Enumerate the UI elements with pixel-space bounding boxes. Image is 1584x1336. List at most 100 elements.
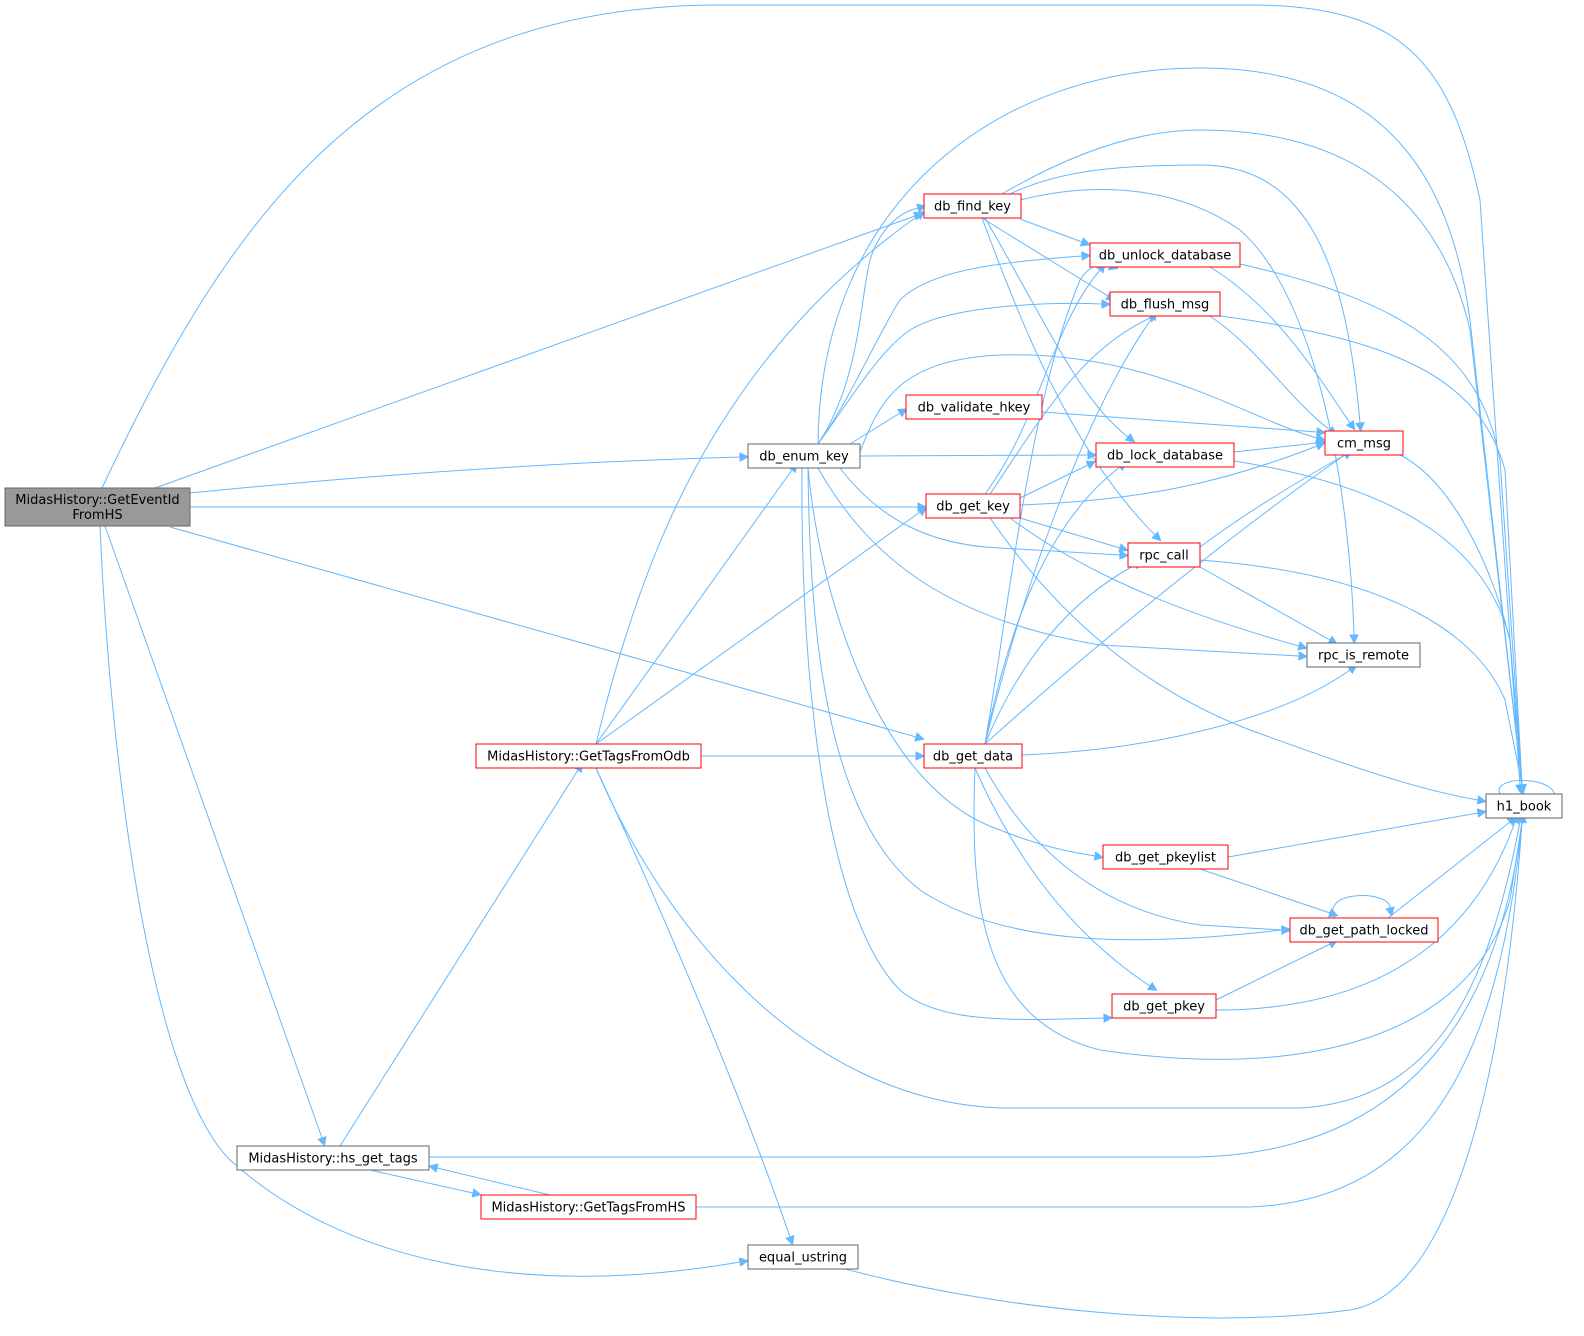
edge-line bbox=[1215, 821, 1516, 1011]
node-rpccall[interactable]: rpc_call bbox=[1127, 542, 1201, 568]
edge-line bbox=[696, 821, 1523, 1208]
edge-getdata-to-h1 bbox=[973, 767, 1527, 1060]
edge-arrowhead bbox=[317, 1135, 327, 1147]
edge-arrowhead bbox=[1316, 427, 1327, 437]
edge-tagshs-to-h1 bbox=[696, 812, 1527, 1208]
node-enum[interactable]: db_enum_key bbox=[747, 443, 861, 469]
edge-line bbox=[807, 467, 1096, 857]
edge-getkey-to-rpccall bbox=[1019, 517, 1129, 553]
node-cmmsg[interactable]: cm_msg bbox=[1324, 430, 1404, 456]
node-getdata[interactable]: db_get_data bbox=[923, 743, 1023, 769]
edge-pathlocked-to-h1 bbox=[1387, 816, 1518, 919]
edge-line bbox=[1332, 895, 1391, 919]
edge-odb-to-equal bbox=[595, 767, 795, 1246]
node-h1[interactable]: h1_book bbox=[1485, 793, 1563, 819]
edge-line bbox=[1009, 164, 1361, 424]
edge-find-to-h1 bbox=[1001, 129, 1527, 794]
node-label: MidasHistory::hs_get_tags bbox=[248, 1152, 418, 1167]
edge-line bbox=[1227, 812, 1479, 858]
node-pkeylist[interactable]: db_get_pkeylist bbox=[1102, 844, 1229, 870]
edge-arrowhead bbox=[1385, 906, 1395, 917]
node-label: db_unlock_database bbox=[1099, 249, 1232, 264]
edge-line bbox=[984, 564, 1136, 745]
edge-line bbox=[1199, 454, 1346, 548]
edge-line bbox=[1199, 566, 1331, 641]
edge-arrowhead bbox=[1349, 634, 1359, 645]
edge-tagshs-to-hstags bbox=[428, 1163, 551, 1196]
node-hstags[interactable]: MidasHistory::hs_get_tags bbox=[236, 1145, 430, 1171]
edge-line bbox=[981, 217, 1156, 536]
node-tagshs[interactable]: MidasHistory::GetTagsFromHS bbox=[480, 1194, 697, 1220]
edge-arrowhead bbox=[1103, 1013, 1114, 1023]
node-box bbox=[747, 1244, 859, 1270]
node-pathlocked[interactable]: db_get_path_locked bbox=[1289, 917, 1439, 943]
node-box bbox=[1485, 793, 1563, 819]
node-label: db_lock_database bbox=[1107, 449, 1223, 464]
edge-arrowhead bbox=[785, 1234, 795, 1246]
edge-line bbox=[984, 767, 1283, 931]
edge-line bbox=[807, 467, 1283, 941]
edge-enum-to-pkey bbox=[801, 467, 1114, 1023]
node-unlock[interactable]: db_unlock_database bbox=[1089, 242, 1241, 268]
node-lock[interactable]: db_lock_database bbox=[1095, 442, 1235, 468]
node-label: db_enum_key bbox=[759, 450, 849, 465]
node-getkey[interactable]: db_get_key bbox=[925, 493, 1021, 519]
edge-arrowhead bbox=[1093, 851, 1105, 861]
edge-getkey-to-remote bbox=[1009, 517, 1308, 651]
edge-line bbox=[817, 255, 1083, 445]
node-box bbox=[480, 1194, 697, 1220]
node-label: MidasHistory::GetTagsFromOdb bbox=[487, 750, 690, 765]
node-remote[interactable]: rpc_is_remote bbox=[1306, 642, 1421, 668]
edge-line bbox=[984, 454, 1346, 745]
node-box bbox=[1127, 542, 1201, 568]
edge-line bbox=[1041, 411, 1318, 433]
edge-line bbox=[429, 821, 1523, 1158]
call-edges bbox=[99, 4, 1560, 1319]
node-box bbox=[1111, 993, 1217, 1019]
edge-line bbox=[974, 767, 1151, 987]
edge-line bbox=[595, 215, 919, 745]
edge-line bbox=[801, 467, 1105, 1020]
node-box bbox=[923, 743, 1023, 769]
edge-arrowhead bbox=[1146, 981, 1158, 992]
edge-line bbox=[989, 517, 1479, 801]
edge-enum-to-pkeylist bbox=[807, 467, 1105, 861]
edge-getkey-to-cmmsg bbox=[1019, 441, 1326, 506]
edge-line bbox=[859, 354, 1318, 453]
edge-arrowhead bbox=[1297, 641, 1308, 651]
edge-getkey-to-h1 bbox=[989, 517, 1488, 805]
node-label: db_get_pkey bbox=[1123, 1000, 1205, 1015]
edge-arrowhead bbox=[1081, 251, 1092, 261]
node-flush[interactable]: db_flush_msg bbox=[1109, 291, 1221, 317]
edge-line bbox=[1399, 454, 1523, 786]
node-find[interactable]: db_find_key bbox=[923, 193, 1022, 219]
edge-line bbox=[839, 467, 1121, 556]
edge-arrowhead bbox=[1151, 531, 1162, 542]
edge-arrowhead bbox=[1124, 432, 1136, 443]
edge-line bbox=[1019, 218, 1083, 243]
edge-find-to-unlock bbox=[1019, 218, 1091, 247]
node-odb[interactable]: MidasHistory::GetTagsFromOdb bbox=[475, 743, 702, 769]
edge-arrowhead bbox=[1281, 925, 1292, 935]
node-box bbox=[1306, 642, 1421, 668]
edge-line bbox=[595, 767, 791, 1238]
edge-line bbox=[1215, 943, 1331, 1001]
node-box bbox=[236, 1145, 430, 1171]
node-label: db_validate_hkey bbox=[918, 401, 1031, 416]
edge-line bbox=[984, 317, 1153, 745]
node-equal[interactable]: equal_ustring bbox=[747, 1244, 859, 1270]
edge-root-to-h1 bbox=[101, 4, 1525, 795]
edge-line bbox=[984, 269, 1101, 495]
node-pkey[interactable]: db_get_pkey bbox=[1111, 993, 1217, 1019]
node-validate[interactable]: db_validate_hkey bbox=[905, 394, 1043, 420]
edge-root-to-hstags bbox=[104, 525, 327, 1147]
edge-arrowhead bbox=[1476, 808, 1488, 818]
edge-lock-to-cmmsg bbox=[1233, 438, 1327, 453]
edge-line bbox=[339, 769, 579, 1147]
edge-enum-to-unlock bbox=[817, 251, 1092, 445]
edge-line bbox=[1019, 517, 1121, 549]
node-label: MidasHistory::GetTagsFromHS bbox=[491, 1201, 685, 1216]
